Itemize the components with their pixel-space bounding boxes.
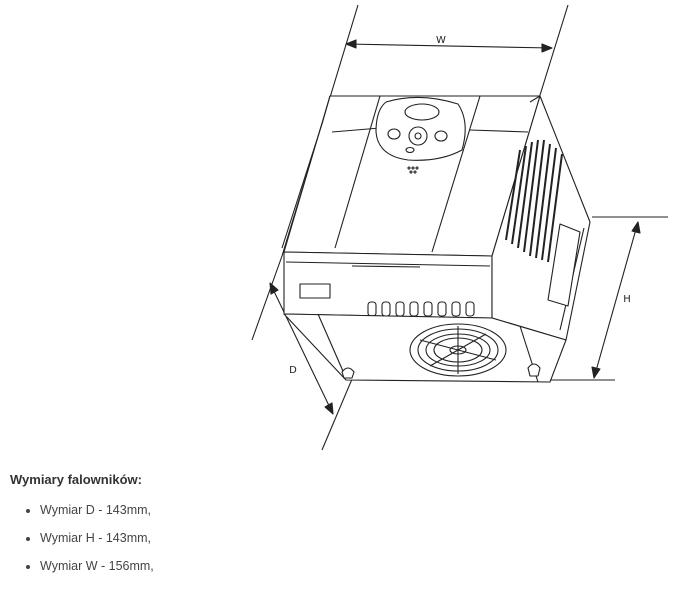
side-vent-grille <box>505 139 563 263</box>
cooling-fan <box>409 323 507 377</box>
specs-section: Wymiary falowników: Wymiar D - 143mm, Wy… <box>10 472 690 587</box>
spec-item-height: Wymiar H - 143mm, <box>40 531 690 545</box>
height-label: H <box>623 294 631 305</box>
inverter-dimension-drawing: W H D <box>251 4 668 451</box>
inverter-body <box>281 95 591 383</box>
specs-heading: Wymiary falowników: <box>10 472 142 487</box>
width-label: W <box>436 35 446 46</box>
height-dimension: H <box>550 216 668 381</box>
keypad <box>375 96 466 174</box>
depth-dimension: D <box>251 255 356 451</box>
spec-item-depth: Wymiar D - 143mm, <box>40 503 690 517</box>
depth-label: D <box>289 365 297 376</box>
spec-item-width: Wymiar W - 156mm, <box>40 559 690 573</box>
specs-list: Wymiar D - 143mm, Wymiar H - 143mm, Wymi… <box>10 503 690 573</box>
